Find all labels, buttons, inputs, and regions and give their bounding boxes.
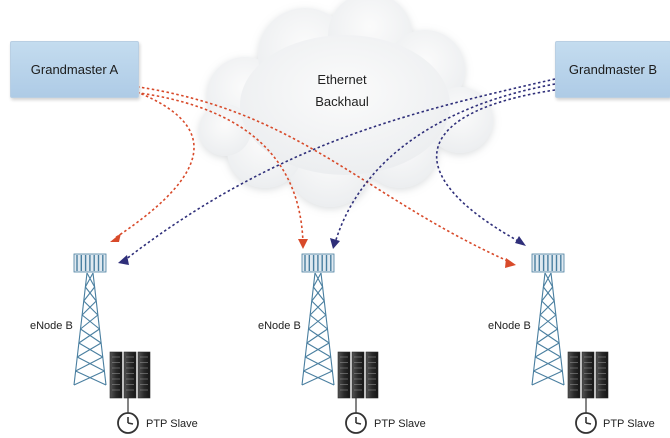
clock-icon [575,412,597,434]
gm-b-path-site-2 [334,83,556,244]
site-2 [301,253,379,434]
antenna-icon [73,253,107,273]
server-rack-icon [567,351,609,399]
ethernet-backhaul-cloud [199,0,493,207]
grandmaster-b-box: Grandmaster B [555,41,670,98]
site-3 [531,253,609,434]
grandmaster-b-arrows [118,236,526,265]
server-rack-icon [109,351,151,399]
tower-icon [73,272,107,386]
gm-a-path-site-1 [114,89,195,239]
enodeb-label-site-1: eNode B [30,320,73,332]
gm-a-arrowhead-3 [505,258,516,268]
enodeb-label-site-2: eNode B [258,320,301,332]
grandmaster-a-paths [114,85,511,263]
site-graphics [73,253,609,434]
ptp-slave-label-site-3: PTP Slave [603,418,655,430]
gm-b-arrowhead-1 [118,255,129,265]
site-1 [73,253,151,434]
cloud-label-line-1: Ethernet [317,72,367,87]
antenna-icon [301,253,335,273]
gm-b-path-site-1 [124,78,556,261]
enodeb-label-site-3: eNode B [488,320,531,332]
gm-b-arrowhead-3 [515,236,526,246]
grandmaster-b-label: Grandmaster B [568,62,658,77]
gm-b-arrowhead-2 [330,238,340,249]
grandmaster-b-paths [124,78,556,261]
clock-icon [345,412,367,434]
tower-icon [531,272,565,386]
grandmaster-a-box: Grandmaster A [10,41,139,98]
clock-icon [117,412,139,434]
ptp-slave-label-site-1: PTP Slave [146,418,198,430]
gm-a-arrowhead-1 [110,233,121,242]
antenna-icon [531,253,565,273]
tower-icon [301,272,335,386]
gm-a-arrowhead-2 [298,239,308,249]
grandmaster-a-label: Grandmaster A [30,62,119,77]
ptp-slave-label-site-2: PTP Slave [374,418,426,430]
server-rack-icon [337,351,379,399]
gm-a-path-site-3 [131,85,511,263]
grandmaster-a-arrows [110,233,516,268]
gm-b-path-site-3 [435,89,556,243]
cloud-label-line-2: Backhaul [315,94,369,109]
